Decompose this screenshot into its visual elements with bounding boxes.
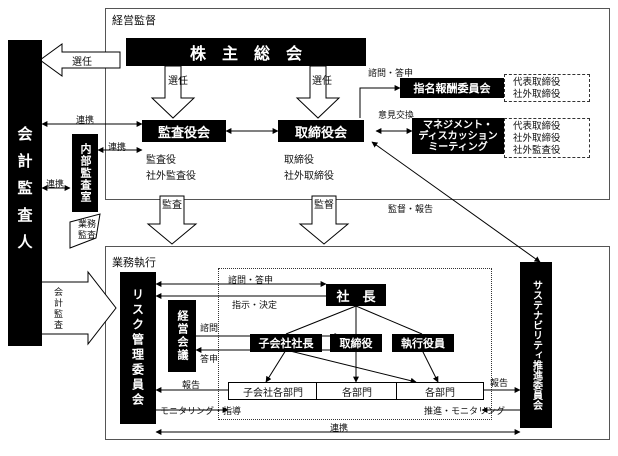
audit-board-member-2: 社外監査役 xyxy=(146,171,196,182)
subsidiary-presidents-box: 子会社社長 xyxy=(250,334,322,352)
inquiry-response-exec-label: 諮問・答申 xyxy=(228,276,274,286)
report-right-label: 報告 xyxy=(490,379,509,389)
board-of-directors-label: 取締役会 xyxy=(294,125,347,141)
business-audit-label: 業務 監査 xyxy=(78,220,96,242)
divisions-box-1: 各部門 xyxy=(316,382,398,400)
supervise-arrow-label: 監督 xyxy=(314,200,334,211)
sustainability-committee-label: サステナビリティ推進委員会 xyxy=(530,280,542,410)
sustainability-committee-box: サステナビリティ推進委員会 xyxy=(520,262,552,428)
divisions-label-1: 各部門 xyxy=(342,387,372,399)
directors-box: 取締役 xyxy=(330,334,382,352)
risk-committee-label: リスク管理委員会 xyxy=(130,288,145,408)
management-member-2: 社外取締役 xyxy=(513,133,561,144)
internal-audit-label: 内部監査室 xyxy=(79,143,92,203)
monitoring-guidance-label: モニタリング・指導 xyxy=(160,407,242,417)
business-audit-line-1: 業務 xyxy=(78,220,97,230)
management-meeting-line-1: マネジメント・ xyxy=(423,119,493,131)
audit-board-box: 監査役会 xyxy=(142,120,226,142)
audit-board-member-1: 監査役 xyxy=(146,155,176,166)
business-audit-arrow xyxy=(69,213,101,249)
executive-council-label: 経営会議 xyxy=(176,310,189,362)
instruct-decide-label: 指示・決定 xyxy=(232,301,278,311)
president-box: 社 長 xyxy=(326,284,386,306)
elect-audit-arrow xyxy=(150,65,196,119)
board-of-directors-box: 取締役会 xyxy=(278,120,364,142)
nomination-committee-label: 指名報酬委員会 xyxy=(413,82,491,95)
shareholders-meeting-box: 株 主 総 会 xyxy=(126,38,366,66)
management-meeting-box: マネジメント・ ディスカッション ミーティング xyxy=(412,118,504,154)
management-member-1: 代表取締役 xyxy=(513,121,561,132)
business-execution-title: 業務執行 xyxy=(112,256,156,269)
management-members-box: 代表取締役 社外取締役 社外監査役 xyxy=(504,118,590,158)
executive-council-box: 経営会議 xyxy=(168,300,196,372)
elect-audit-label: 選任 xyxy=(168,76,188,87)
accounting-audit-line-1: 会計 xyxy=(54,288,64,309)
president-label: 社 長 xyxy=(336,289,376,305)
elect-board-label: 選任 xyxy=(312,76,332,87)
management-meeting-line-2: ディスカッション xyxy=(418,130,498,142)
audit-arrow xyxy=(146,195,198,245)
directors-label: 取締役 xyxy=(339,337,373,350)
coordination-left-label: 連携 xyxy=(46,180,65,190)
nomination-members-box: 代表取締役 社外取締役 xyxy=(504,74,590,102)
inquiry-label: 諮問 xyxy=(200,324,219,334)
promote-monitoring-label: 推進・モニタリング xyxy=(424,407,506,417)
accounting-audit-label: 会計 監査 xyxy=(54,288,70,332)
coordination-internal-label: 連携 xyxy=(108,143,127,153)
audit-arrow-label: 監査 xyxy=(162,200,182,211)
accounting-audit-arrow xyxy=(37,270,117,346)
execution-dotted-frame xyxy=(218,268,492,420)
subsidiary-divisions-box: 子会社各部門 xyxy=(228,382,318,400)
report-left-label: 報告 xyxy=(182,381,201,391)
subsidiary-divisions-label: 子会社各部門 xyxy=(243,387,303,399)
elect-left-arrow xyxy=(39,43,121,77)
elect-board-arrow xyxy=(295,65,341,119)
executive-officers-label: 執行役員 xyxy=(401,337,445,350)
opinion-exchange-label: 意見交換 xyxy=(378,111,415,121)
shareholders-meeting-label: 株 主 総 会 xyxy=(189,44,302,63)
response-label: 答申 xyxy=(200,355,219,365)
nomination-committee-box: 指名報酬委員会 xyxy=(400,78,504,98)
supervise-arrow xyxy=(298,195,350,245)
management-meeting-line-3: ミーティング xyxy=(428,141,488,153)
nomination-member-1: 代表取締役 xyxy=(513,77,561,88)
supervise-report-label: 監督・報告 xyxy=(388,205,434,215)
board-member-2: 社外取締役 xyxy=(284,171,334,182)
inquiry-response-top-label: 諮問・答申 xyxy=(368,69,414,79)
accounting-auditor-label: 会計監査人 xyxy=(15,125,34,261)
nomination-member-2: 社外取締役 xyxy=(513,89,561,100)
risk-committee-box: リスク管理委員会 xyxy=(120,272,156,424)
coordination-top-label: 連携 xyxy=(76,116,95,126)
management-oversight-title: 経営監督 xyxy=(112,14,156,27)
audit-board-label: 監査役会 xyxy=(157,125,210,141)
internal-audit-box: 内部監査室 xyxy=(72,134,98,212)
divisions-label-2: 各部門 xyxy=(425,387,455,399)
subsidiary-presidents-label: 子会社社長 xyxy=(258,337,314,350)
accounting-audit-line-2: 監査 xyxy=(54,310,64,331)
accounting-auditor-box: 会計監査人 xyxy=(8,40,42,346)
elect-left-label: 選任 xyxy=(72,57,92,68)
business-audit-line-2: 監査 xyxy=(78,231,97,241)
management-member-3: 社外監査役 xyxy=(513,145,561,156)
executive-officers-box: 執行役員 xyxy=(392,334,454,352)
coordination-bottom-label: 連携 xyxy=(330,424,349,434)
board-member-1: 取締役 xyxy=(284,155,314,166)
divisions-box-2: 各部門 xyxy=(396,382,484,400)
